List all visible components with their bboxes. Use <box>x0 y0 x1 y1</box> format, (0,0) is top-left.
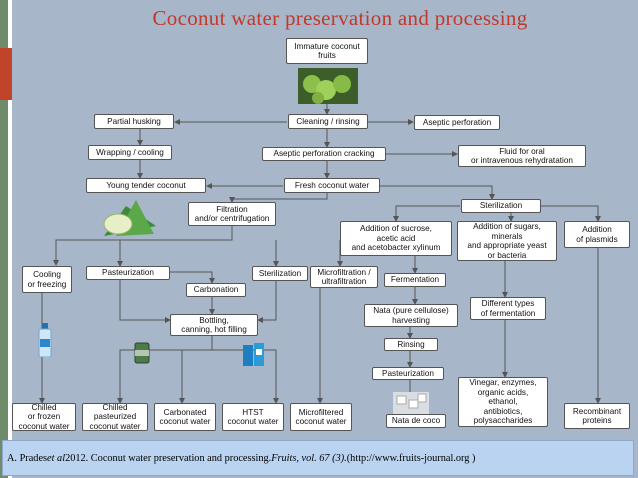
node-immature-coconut: Immature coconut fruits <box>286 38 368 64</box>
caption-etal: et al <box>47 452 66 464</box>
node-microfiltered: Microfiltered coconut water <box>290 403 352 431</box>
node-carbonated: Carbonated coconut water <box>154 403 216 431</box>
can-icon <box>134 342 150 364</box>
citation-caption: A. Prades et al 2012. Coconut water pres… <box>2 440 634 476</box>
node-young-tender-coconut: Young tender coconut <box>86 178 206 193</box>
node-pasteurization: Pasteurization <box>86 266 170 280</box>
left-red-accent <box>0 48 12 100</box>
node-aseptic-perforation: Aseptic perforation <box>414 115 500 130</box>
node-fluid-rehydration: Fluid for oral or intravenous rehydratat… <box>458 145 586 167</box>
nata-de-coco-image <box>393 392 429 414</box>
left-green-bar <box>0 0 8 478</box>
caption-journal: Fruits, vol. 67 (3). <box>271 452 347 464</box>
node-recombinant-proteins: Recombinant proteins <box>564 403 630 429</box>
node-cleaning-rinsing: Cleaning / rinsing <box>288 114 368 129</box>
node-carbonation: Carbonation <box>186 283 246 297</box>
node-fermentation: Fermentation <box>384 273 446 287</box>
node-sterilization-top: Sterilization <box>461 199 541 213</box>
node-vinegar-enzymes: Vinegar, enzymes, organic acids, ethanol… <box>458 377 548 427</box>
node-microfiltration: Microfiltration / ultrafiltration <box>310 266 378 288</box>
node-wrapping-cooling: Wrapping / cooling <box>88 145 172 160</box>
node-addition-sucrose: Addition of sucrose, acetic acid and ace… <box>340 221 452 256</box>
node-chilled-frozen: Chilled or frozen coconut water <box>12 403 76 431</box>
node-fresh-coconut-water: Fresh coconut water <box>284 178 380 193</box>
node-partial-husking: Partial husking <box>94 114 174 129</box>
node-filtration: Filtration and/or centrifugation <box>188 202 276 226</box>
node-nata-de-coco: Nata de coco <box>386 414 446 428</box>
node-sterilization-mid: Sterilization <box>252 266 308 281</box>
node-chilled-pasteurized: Chilled pasteurized coconut water <box>82 403 148 431</box>
caption-author: A. Prades <box>7 452 48 464</box>
node-pasteurization-2: Pasteurization <box>372 367 444 380</box>
node-addition-plasmids: Addition of plasmids <box>564 221 630 248</box>
young-tender-coconut-image <box>103 200 156 236</box>
immature-coconut-image <box>298 68 358 104</box>
node-rinsing: Rinsing <box>384 338 438 351</box>
bottle-icon <box>38 323 52 357</box>
node-aseptic-perforation-cracking: Aseptic perforation cracking <box>262 147 386 161</box>
node-cooling-freezing: Cooling or freezing <box>22 266 72 293</box>
node-addition-sugars: Addition of sugars, minerals and appropr… <box>457 221 557 261</box>
node-htst: HTST coconut water <box>222 403 284 431</box>
node-nata-harvesting: Nata (pure cellulose) harvesting <box>364 304 458 327</box>
caption-text: 2012. Coconut water preservation and pro… <box>65 452 272 464</box>
node-different-fermentation: Different types of fermentation <box>470 297 546 320</box>
caption-url[interactable]: (http://www.fruits-journal.org ) <box>346 452 476 464</box>
slide-title: Coconut water preservation and processin… <box>152 6 528 30</box>
packaged-drinks-icon <box>243 343 264 366</box>
node-bottling: Bottling, canning, hot filling <box>170 314 258 336</box>
